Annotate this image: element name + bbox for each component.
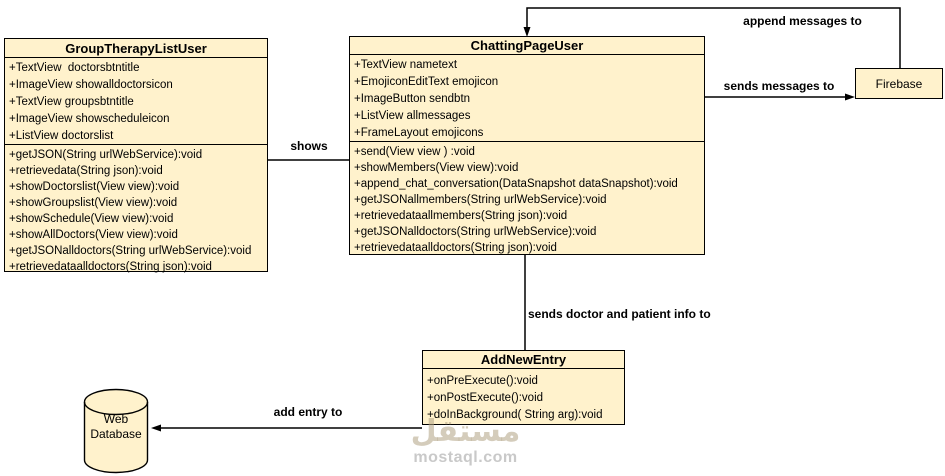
attribute: +TextView groupsbtntitle — [9, 96, 134, 108]
attribute: +TextView nametext — [354, 59, 458, 71]
attribute: +EmojiconEditText emojicon — [354, 76, 499, 88]
edge-label-add-entry: add entry to — [273, 405, 343, 419]
method: +retrievedata(String json):void — [9, 165, 163, 177]
attribute: +FrameLayout emojicons — [354, 127, 484, 139]
methods-section: +getJSON(String urlWebService):void +ret… — [5, 144, 267, 273]
method: +showAllDoctors(View view):void — [9, 229, 178, 241]
mostaql-site-text: mostaql.com — [413, 449, 518, 466]
database-cylinder-icon — [83, 388, 149, 474]
edge-label-append-messages: append messages to — [743, 14, 862, 28]
attribute: +ImageView showscheduleicon — [9, 113, 170, 125]
methods-section: +send(View view ) :void +showMembers(Vie… — [350, 141, 704, 255]
method: +getJSONalldoctors(String urlWebService)… — [354, 226, 597, 238]
attributes-section: +TextView doctorsbtntitle +ImageView sho… — [5, 58, 267, 144]
database-label: Web Database — [90, 412, 142, 441]
edge-label-sends-messages: sends messages to — [723, 79, 835, 93]
method: +showDoctorslist(View view):void — [9, 181, 180, 193]
node-web-database[interactable]: Web Database — [83, 388, 149, 475]
method: +retrievedataallmembers(String json):voi… — [354, 210, 568, 222]
class-addnewentry[interactable]: AddNewEntry +onPreExecute():void +onPost… — [422, 350, 625, 425]
method: +onPostExecute():void — [427, 392, 544, 404]
method: +getJSON(String urlWebService):void — [9, 149, 203, 161]
attribute: +TextView doctorsbtntitle — [9, 62, 140, 74]
method: +send(View view ) :void — [354, 146, 475, 158]
edge-label-sends-info: sends doctor and patient info to — [528, 307, 711, 321]
method: +showGroupslist(View view):void — [9, 197, 178, 209]
attribute: +ImageButton sendbtn — [354, 93, 471, 105]
edge-label-shows: shows — [290, 139, 328, 153]
attribute: +ListView allmessages — [354, 110, 471, 122]
method: +onPreExecute():void — [427, 375, 538, 387]
method: +retrievedataalldoctors(String json):voi… — [354, 242, 557, 254]
class-chattingpageuser[interactable]: ChattingPageUser +TextView nametext +Emo… — [349, 36, 705, 255]
firebase-label: Firebase — [875, 76, 923, 91]
method: +showSchedule(View view):void — [9, 213, 174, 225]
method: +getJSONallmembers(String urlWebService)… — [354, 194, 607, 206]
class-grouptherapylistuser[interactable]: GroupTherapyListUser +TextView doctorsbt… — [4, 38, 268, 273]
class-title: GroupTherapyListUser — [5, 39, 267, 58]
node-firebase[interactable]: Firebase — [855, 68, 943, 99]
attribute: +ListView doctorslist — [9, 130, 114, 142]
methods-section: +onPreExecute():void +onPostExecute():vo… — [423, 369, 624, 425]
class-title: AddNewEntry — [423, 351, 624, 369]
method: +retrievedataalldoctors(String json):voi… — [9, 261, 212, 273]
method: +getJSONalldoctors(String urlWebService)… — [9, 245, 252, 257]
attributes-section: +TextView nametext +EmojiconEditText emo… — [350, 55, 704, 141]
method: +append_chat_conversation(DataSnapshot d… — [354, 178, 678, 190]
attribute: +ImageView showalldoctorsicon — [9, 79, 173, 91]
method: +doInBackground( String arg):void — [427, 409, 603, 421]
method: +showMembers(View view):void — [354, 162, 519, 174]
class-title: ChattingPageUser — [350, 37, 704, 55]
